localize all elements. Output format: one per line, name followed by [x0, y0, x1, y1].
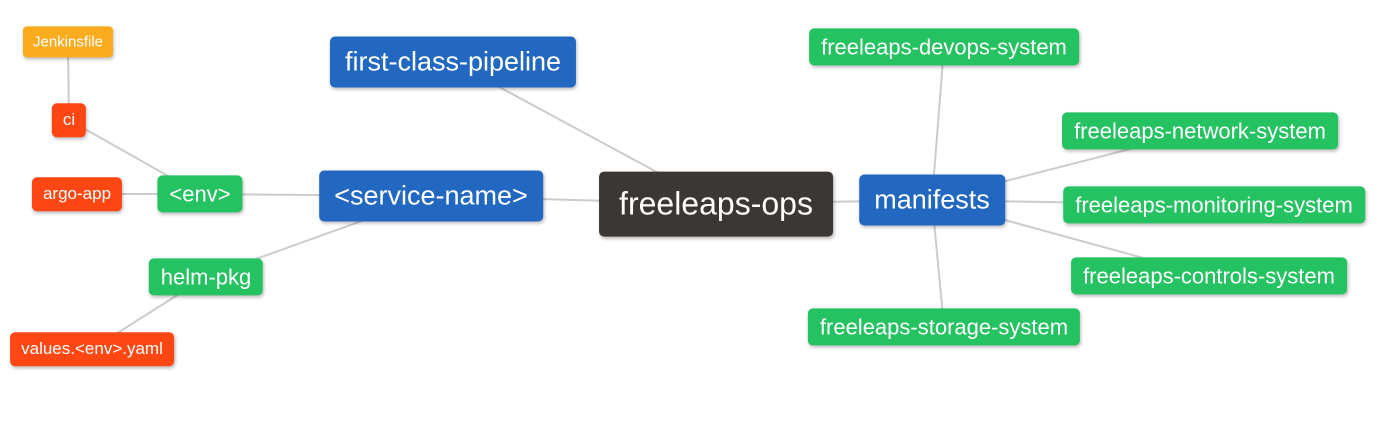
- node-freeleaps-monitoring-system[interactable]: freeleaps-monitoring-system: [1063, 186, 1365, 224]
- node-freeleaps-network-system[interactable]: freeleaps-network-system: [1062, 112, 1338, 150]
- node-ci[interactable]: ci: [51, 103, 87, 137]
- node-helm-pkg[interactable]: helm-pkg: [148, 258, 264, 296]
- node-first-class-pipeline[interactable]: first-class-pipeline: [329, 36, 577, 88]
- node-jenkinsfile[interactable]: Jenkinsfile: [22, 26, 114, 58]
- node-values-env-yaml[interactable]: values.<env>.yaml: [10, 332, 174, 366]
- node-freeleaps-controls-system[interactable]: freeleaps-controls-system: [1071, 257, 1347, 295]
- node-freeleaps-devops-system[interactable]: freeleaps-devops-system: [809, 28, 1079, 66]
- node-argo-app[interactable]: argo-app: [31, 177, 123, 211]
- node-freeleaps-storage-system[interactable]: freeleaps-storage-system: [807, 308, 1081, 346]
- node-manifests[interactable]: manifests: [859, 174, 1005, 226]
- node-service-name[interactable]: <service-name>: [319, 170, 543, 222]
- node-env[interactable]: <env>: [157, 175, 243, 213]
- node-freeleaps-ops[interactable]: freeleaps-ops: [599, 171, 833, 237]
